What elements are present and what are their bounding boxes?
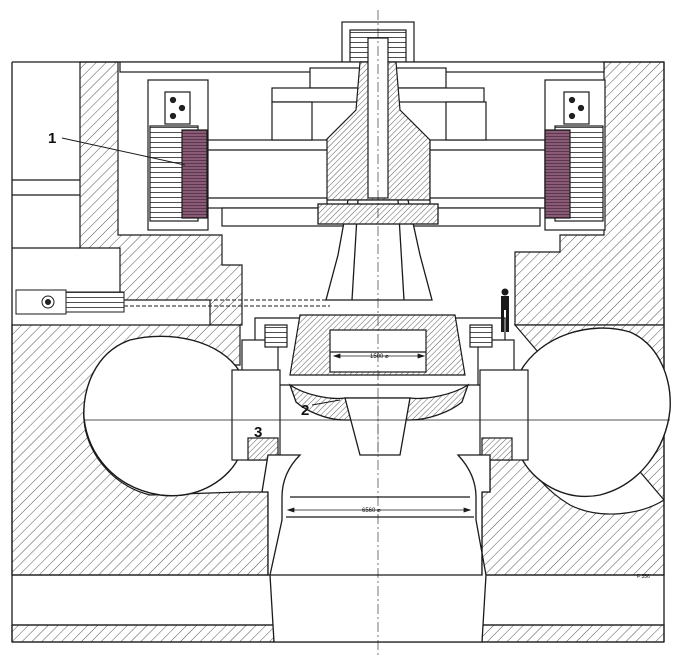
dimension-runner bbox=[332, 353, 426, 359]
label-1: 1 bbox=[48, 130, 56, 147]
runner bbox=[288, 383, 470, 456]
stay-ring bbox=[231, 369, 529, 461]
concrete-left-floor bbox=[11, 624, 275, 643]
dimension-throat bbox=[286, 507, 472, 513]
servomotor bbox=[15, 289, 330, 315]
dimension-throat-text: 6560 ⌀ bbox=[362, 508, 381, 514]
stator-right bbox=[544, 79, 606, 231]
label-3: 3 bbox=[254, 424, 262, 441]
label-2: 2 bbox=[301, 402, 309, 419]
rotor-spider bbox=[204, 101, 546, 227]
figure-ref: F 356 bbox=[637, 574, 650, 580]
concrete-left-upper bbox=[79, 61, 243, 326]
spiral-casing-left bbox=[83, 335, 241, 497]
concrete-right-floor bbox=[481, 624, 665, 643]
leader-1 bbox=[61, 137, 186, 166]
draft-tube bbox=[261, 454, 491, 643]
stator-left bbox=[147, 79, 209, 231]
stator-core-left bbox=[181, 129, 208, 219]
leader-2 bbox=[311, 399, 341, 406]
dimension-runner-text: 1500 ⌀ bbox=[370, 354, 389, 360]
spiral-casing bbox=[83, 327, 671, 497]
stator-core-right bbox=[544, 129, 571, 219]
person-figure bbox=[501, 288, 509, 332]
spiral-casing-right bbox=[519, 327, 671, 497]
head-cover bbox=[241, 314, 515, 386]
